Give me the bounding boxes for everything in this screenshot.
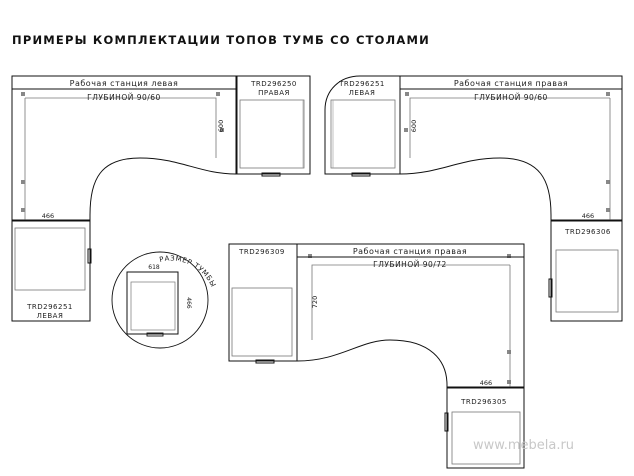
ws-right-depth: ГЛУБИНОЙ 90/60 (474, 93, 548, 102)
desk-bottom-outline (296, 243, 525, 388)
ped-305-code: TRD296305 (460, 398, 507, 406)
desk-left-frame (24, 97, 217, 220)
pedestal-size-618: 618 (148, 264, 160, 271)
pedestal-306 (550, 220, 623, 322)
pedestal-left-inner (14, 227, 86, 291)
ws-left-dim-466: 466 (42, 212, 54, 220)
pedestal-size-circle (111, 251, 209, 349)
ped-251-top-code: TRD296251 (338, 80, 385, 88)
desk-right-outline (399, 75, 623, 221)
pedestal-size-box (126, 271, 179, 335)
pedestal-left-handle (87, 248, 92, 264)
ws-bottom-title: Рабочая станция правая (353, 247, 467, 256)
pedestal-251-top (324, 75, 401, 177)
pedestal-size-handle (146, 332, 164, 337)
ws-right-dim-600: 600 (410, 120, 418, 132)
ped-250-code: TRD296250 (250, 80, 297, 88)
ped-309-code: TRD296309 (238, 248, 285, 256)
desk-left-outline (11, 75, 237, 221)
pedestal-size-466: 466 (185, 297, 192, 309)
ws-left-title: Рабочая станция левая (70, 79, 179, 88)
workstation-bottom (228, 243, 525, 469)
ws-bottom-dim-720: 720 (311, 296, 319, 308)
ped-250-side: ПРАВАЯ (258, 89, 290, 97)
pedestal-size-callout (111, 251, 209, 349)
desk-right-frame (409, 97, 611, 220)
pedestal-306-handle (548, 278, 553, 298)
pedestal-309-handle (255, 359, 275, 364)
pedestal-309 (228, 243, 298, 362)
pedestal-309-inner (231, 287, 293, 357)
ws-left-dim-600: 600 (217, 120, 225, 132)
workstation-right (399, 75, 623, 322)
ped-306-code: TRD296306 (564, 228, 611, 236)
pedestal-size-inner (130, 281, 176, 331)
pedestal-305 (446, 387, 525, 469)
pedestal-305-handle (444, 412, 449, 432)
desk-bottom-frame (311, 264, 511, 387)
pedestal-305-inner (451, 411, 521, 465)
ped-251-left-code: TRD296251 (26, 303, 73, 311)
ped-251-top-side: ЛЕВАЯ (349, 89, 376, 97)
ped-251-left-side: ЛЕВАЯ (37, 312, 64, 320)
watermark: www.mebela.ru (473, 438, 575, 453)
ws-bottom-dim-466: 466 (480, 379, 492, 387)
ws-right-title: Рабочая станция правая (454, 79, 568, 88)
page-title: ПРИМЕРЫ КОМПЛЕКТАЦИИ ТОПОВ ТУМБ СО СТОЛА… (12, 33, 430, 47)
ws-left-depth: ГЛУБИНОЙ 90/60 (87, 93, 161, 102)
pedestal-250 (236, 75, 311, 177)
ws-bottom-depth: ГЛУБИНОЙ 90/72 (373, 260, 447, 269)
frame-marks (21, 92, 610, 384)
pedestal-306-inner (555, 249, 619, 313)
workstation-left (11, 75, 237, 322)
ws-right-dim-466: 466 (582, 212, 594, 220)
